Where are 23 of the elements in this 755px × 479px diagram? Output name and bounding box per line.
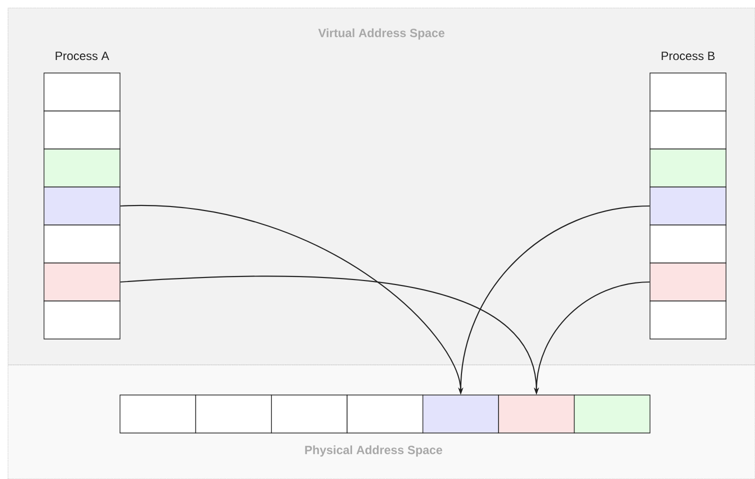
page-cell bbox=[346, 394, 424, 434]
page-cell bbox=[44, 72, 120, 112]
page-cell bbox=[44, 262, 120, 302]
page-cell bbox=[44, 110, 120, 150]
page-cell bbox=[44, 300, 120, 340]
page-cell bbox=[498, 394, 575, 434]
page-cell bbox=[271, 394, 348, 434]
page-cell bbox=[195, 394, 272, 434]
page-cell bbox=[650, 300, 726, 340]
page-cell bbox=[650, 72, 726, 112]
page-cell bbox=[650, 186, 726, 226]
process-label: Process A bbox=[56, 52, 110, 60]
page-cell bbox=[650, 110, 726, 150]
page-cell bbox=[650, 148, 726, 188]
page-cell bbox=[44, 224, 120, 264]
page-cell bbox=[574, 394, 650, 434]
page-cell bbox=[422, 394, 499, 434]
page-cell bbox=[44, 148, 120, 188]
page-cell bbox=[44, 186, 120, 226]
page-cell bbox=[650, 262, 726, 302]
page-cell bbox=[120, 394, 196, 434]
page-cell bbox=[650, 224, 726, 264]
process-label: Process B bbox=[662, 52, 715, 60]
